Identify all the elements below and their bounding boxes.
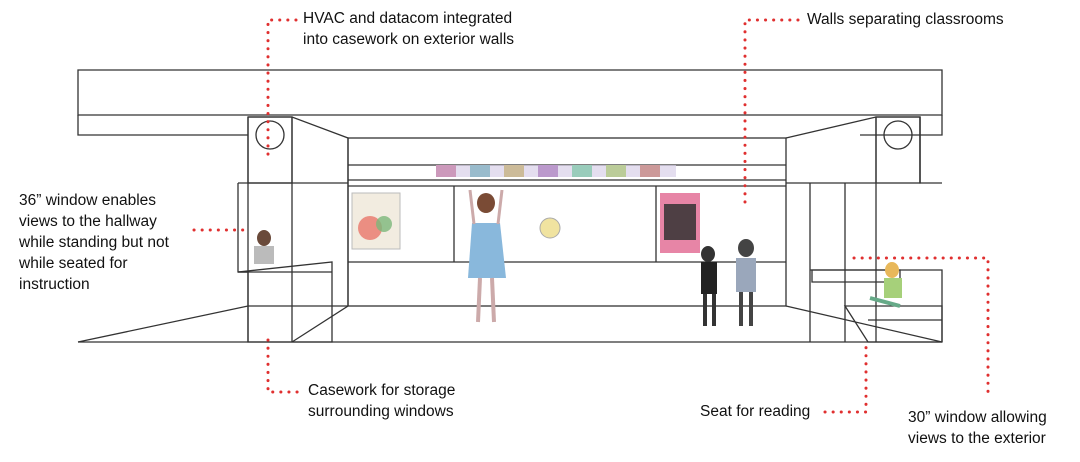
- ceiling-beam: [77, 69, 943, 116]
- art-frieze: [436, 165, 676, 177]
- leader-seat: [823, 340, 868, 414]
- callout-casework: Casework for storage surrounding windows: [308, 382, 456, 420]
- globe-icon: [883, 120, 913, 150]
- leader-lines: [192, 18, 990, 414]
- posters: [351, 192, 700, 253]
- room-outline: [77, 69, 943, 343]
- callout-window36: 36” window enables views to the hallway …: [19, 192, 169, 293]
- callout-seat: Seat for reading: [700, 403, 811, 420]
- left-wall: [248, 116, 349, 343]
- callout-walls: Walls separating classrooms: [807, 11, 1004, 28]
- teacher-figure: [468, 189, 506, 323]
- child-figure: [254, 230, 902, 326]
- back-wall: [347, 137, 787, 307]
- leader-walls: [743, 18, 800, 210]
- callout-window30: 30” window allowing views to the exterio…: [908, 409, 1047, 447]
- callout-hvac: HVAC and datacom integrated into casewor…: [303, 10, 515, 48]
- ceiling-right-bevel: [860, 115, 943, 136]
- leader-casework: [266, 338, 302, 394]
- right-wall: [785, 116, 942, 184]
- left-casework: [237, 261, 333, 343]
- globe-icon: [255, 120, 285, 150]
- leader-hvac: [266, 18, 298, 160]
- ceiling-left-bevel: [77, 115, 248, 136]
- leader-window30: [852, 256, 990, 400]
- reading-seat: [843, 305, 943, 343]
